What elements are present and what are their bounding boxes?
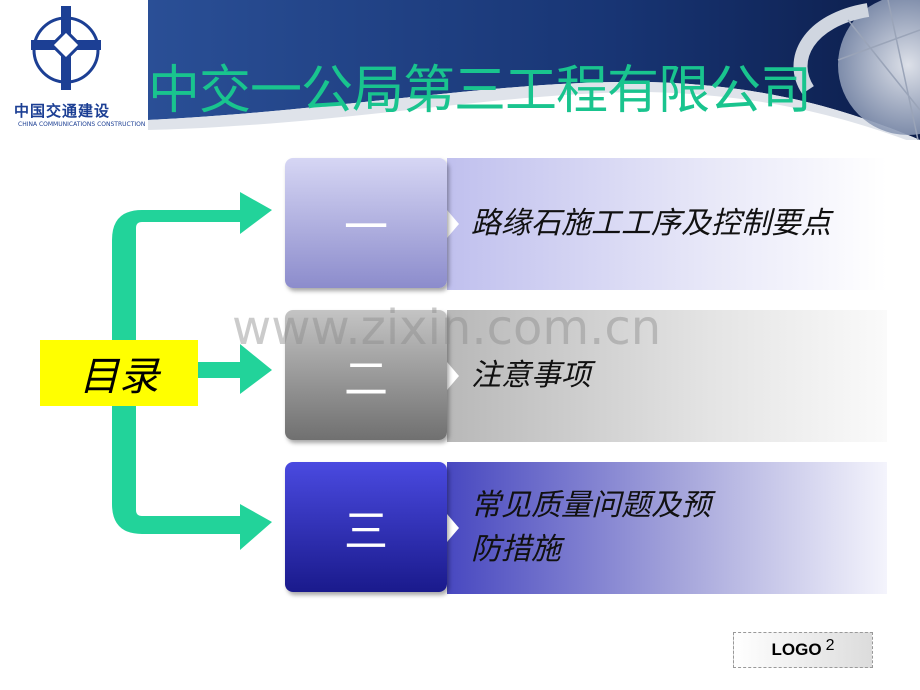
item-1-panel[interactable]: 路缘石施工工序及控制要点 — [447, 158, 887, 290]
footer-logo-text: LOGO — [771, 640, 822, 659]
item-3-number[interactable]: 三 — [285, 462, 447, 592]
item-1-text: 路缘石施工工序及控制要点 — [471, 206, 831, 241]
menu-label: 目录 — [40, 340, 198, 406]
bracket-arrows — [112, 192, 272, 550]
middle-arrow — [136, 344, 272, 394]
item-3-panel[interactable]: 常见质量问题及预防措施 — [447, 462, 887, 594]
header-banner — [148, 0, 920, 145]
item-3-text: 常见质量问题及预防措施 — [471, 488, 711, 567]
watermark: www.zixin.com.cn — [232, 300, 662, 356]
item-1-number[interactable]: 一 — [285, 158, 447, 288]
item-2-text: 注意事项 — [471, 358, 591, 393]
page-number: 2 — [825, 637, 835, 654]
company-logo: 中国交通建设 CHINA COMMUNICATIONS CONSTRUCTION — [0, 0, 148, 140]
logo-english-name: CHINA COMMUNICATIONS CONSTRUCTION — [18, 121, 146, 128]
bracket-arrow-shape — [112, 192, 272, 550]
item-2-panel[interactable]: 注意事项 — [447, 310, 887, 442]
page-title: 中交一公局第三工程有限公司 — [148, 61, 812, 121]
logo-chinese-name: 中国交通建设 — [14, 102, 111, 120]
item-2-number[interactable]: 二 — [285, 310, 447, 440]
